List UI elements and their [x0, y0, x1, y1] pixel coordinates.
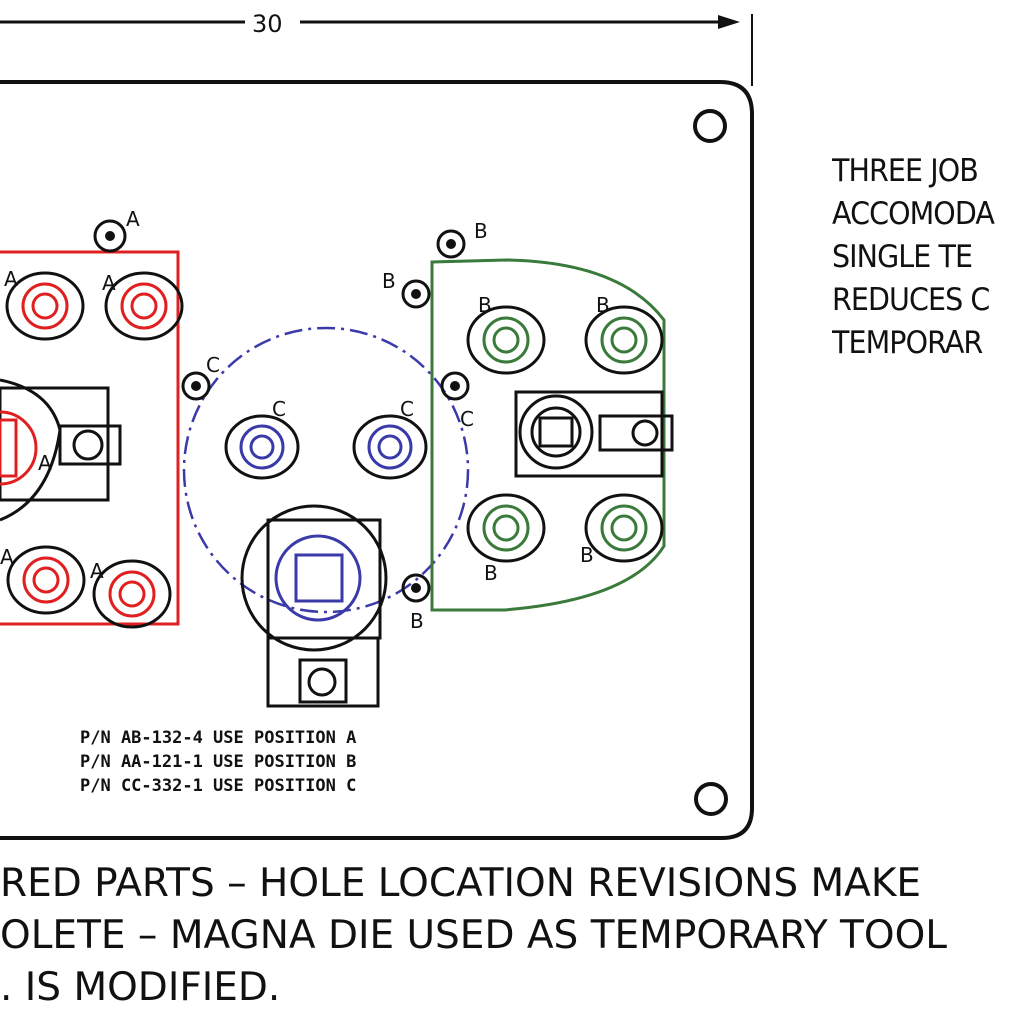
label-b-3: B	[478, 293, 492, 317]
position-b-fixture: B B B B B B B	[382, 219, 674, 633]
plate-outline	[0, 80, 754, 840]
label-a-3: A	[102, 271, 116, 295]
label-a-6: A	[90, 559, 104, 583]
side-note-line: ACCOMODA	[832, 196, 995, 232]
label-c-3: C	[400, 397, 414, 421]
caption-line: . IS MODIFIED.	[0, 965, 281, 1010]
label-b-7: B	[410, 609, 424, 633]
part-number-a: P/N AB-132-4 USE POSITION A	[80, 728, 356, 748]
part-number-c: P/N CC-332-1 USE POSITION C	[80, 776, 356, 796]
mounting-hole-top	[693, 109, 727, 143]
label-b-1: B	[474, 219, 488, 243]
label-a-4: A	[38, 451, 52, 475]
label-c-4: C	[460, 407, 474, 431]
part-number-b: P/N AA-121-1 USE POSITION B	[80, 752, 356, 772]
side-note-line: SINGLE TE	[832, 239, 973, 275]
mounting-hole-bottom	[694, 782, 728, 816]
label-b-5: B	[484, 561, 498, 585]
side-note-line: REDUCES C	[832, 282, 990, 318]
position-a-fixture: A A A A A A	[0, 207, 184, 629]
label-b-4: B	[596, 293, 610, 317]
label-c-1: C	[206, 353, 220, 377]
side-note-line: TEMPORAR	[832, 325, 983, 361]
label-b-2: B	[382, 269, 396, 293]
part-number-notes: P/N AB-132-4 USE POSITION A P/N AA-121-1…	[80, 728, 356, 796]
caption: RED PARTS – HOLE LOCATION REVISIONS MAKE…	[0, 858, 1024, 1014]
center-clamp	[240, 504, 388, 708]
side-note: THREE JOB ACCOMODA SINGLE TE REDUCES C T…	[832, 150, 1007, 365]
label-a-2: A	[4, 267, 18, 291]
caption-line: RED PARTS – HOLE LOCATION REVISIONS MAKE	[0, 861, 922, 906]
label-b-6: B	[580, 543, 594, 567]
label-a-5: A	[0, 545, 14, 569]
label-c-2: C	[272, 397, 286, 421]
position-c-fixture: C C C C	[181, 326, 474, 614]
label-a-1: A	[126, 207, 140, 231]
caption-line: OLETE – MAGNA DIE USED AS TEMPORARY TOOL	[0, 913, 948, 958]
side-note-line: THREE JOB	[832, 153, 979, 189]
dimension-line	[0, 14, 753, 86]
dimension-value: 30	[252, 10, 283, 38]
